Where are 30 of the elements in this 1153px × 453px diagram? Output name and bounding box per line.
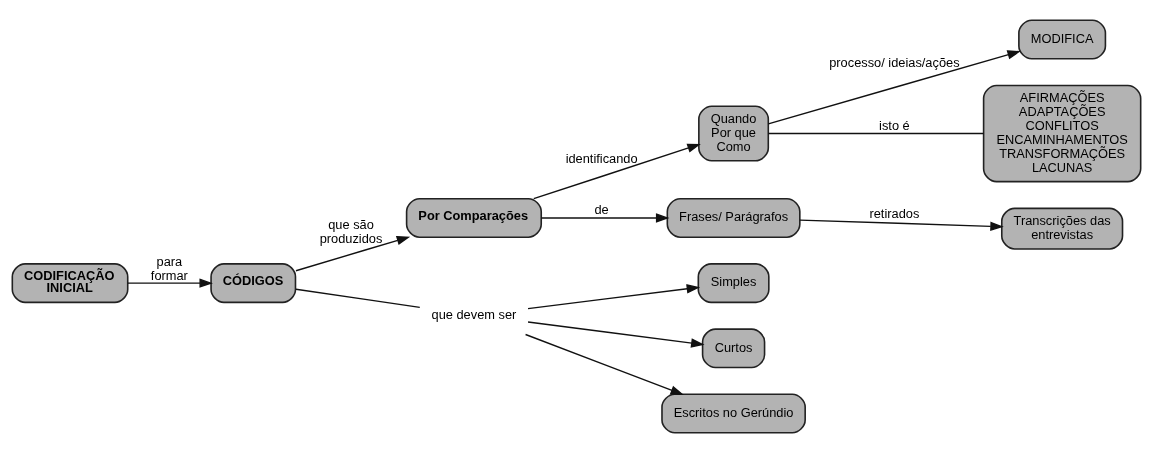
edge-label: que são produzidos xyxy=(319,217,383,247)
node-box: Quando Por que Como xyxy=(698,105,770,162)
edge-label: para formar xyxy=(150,253,188,283)
arrow xyxy=(533,143,701,200)
arrow xyxy=(127,278,213,288)
edge-label: de xyxy=(594,202,609,218)
node-box: Curtos xyxy=(701,328,766,369)
arrow xyxy=(540,213,670,223)
node-box: Transcrições das entrevistas xyxy=(1000,207,1124,250)
node-box: CÓDIGOS xyxy=(210,263,297,304)
arrow xyxy=(527,284,701,310)
arrow xyxy=(527,321,705,348)
node-text: que devem ser xyxy=(431,306,517,322)
connector xyxy=(767,132,985,135)
node-box: MODIFICA xyxy=(1018,19,1107,60)
node-box: Simples xyxy=(697,263,770,304)
node-box: Escritos no Gerúndio xyxy=(661,393,806,434)
node-box: Frases/ Parágrafos xyxy=(666,197,801,238)
node-box: AFIRMAÇÕES ADAPTAÇÕES CONFLITOS ENCAMINHAMENTOS TRANSFORMAÇÕES LACUNAS xyxy=(982,84,1142,183)
arrow xyxy=(295,236,411,272)
node-box: Por Comparações xyxy=(405,197,543,238)
node-box: CODIFICAÇÃO INICIAL xyxy=(11,263,129,304)
edge-label: isto é xyxy=(879,117,910,133)
edge-label: retirados xyxy=(869,205,920,221)
arrow xyxy=(767,50,1021,125)
connector xyxy=(295,288,421,309)
edge-label: processo/ ideias/ações xyxy=(829,54,960,70)
arrow xyxy=(524,333,684,395)
arrow xyxy=(799,219,1004,232)
edge-label: identificando xyxy=(565,151,638,167)
